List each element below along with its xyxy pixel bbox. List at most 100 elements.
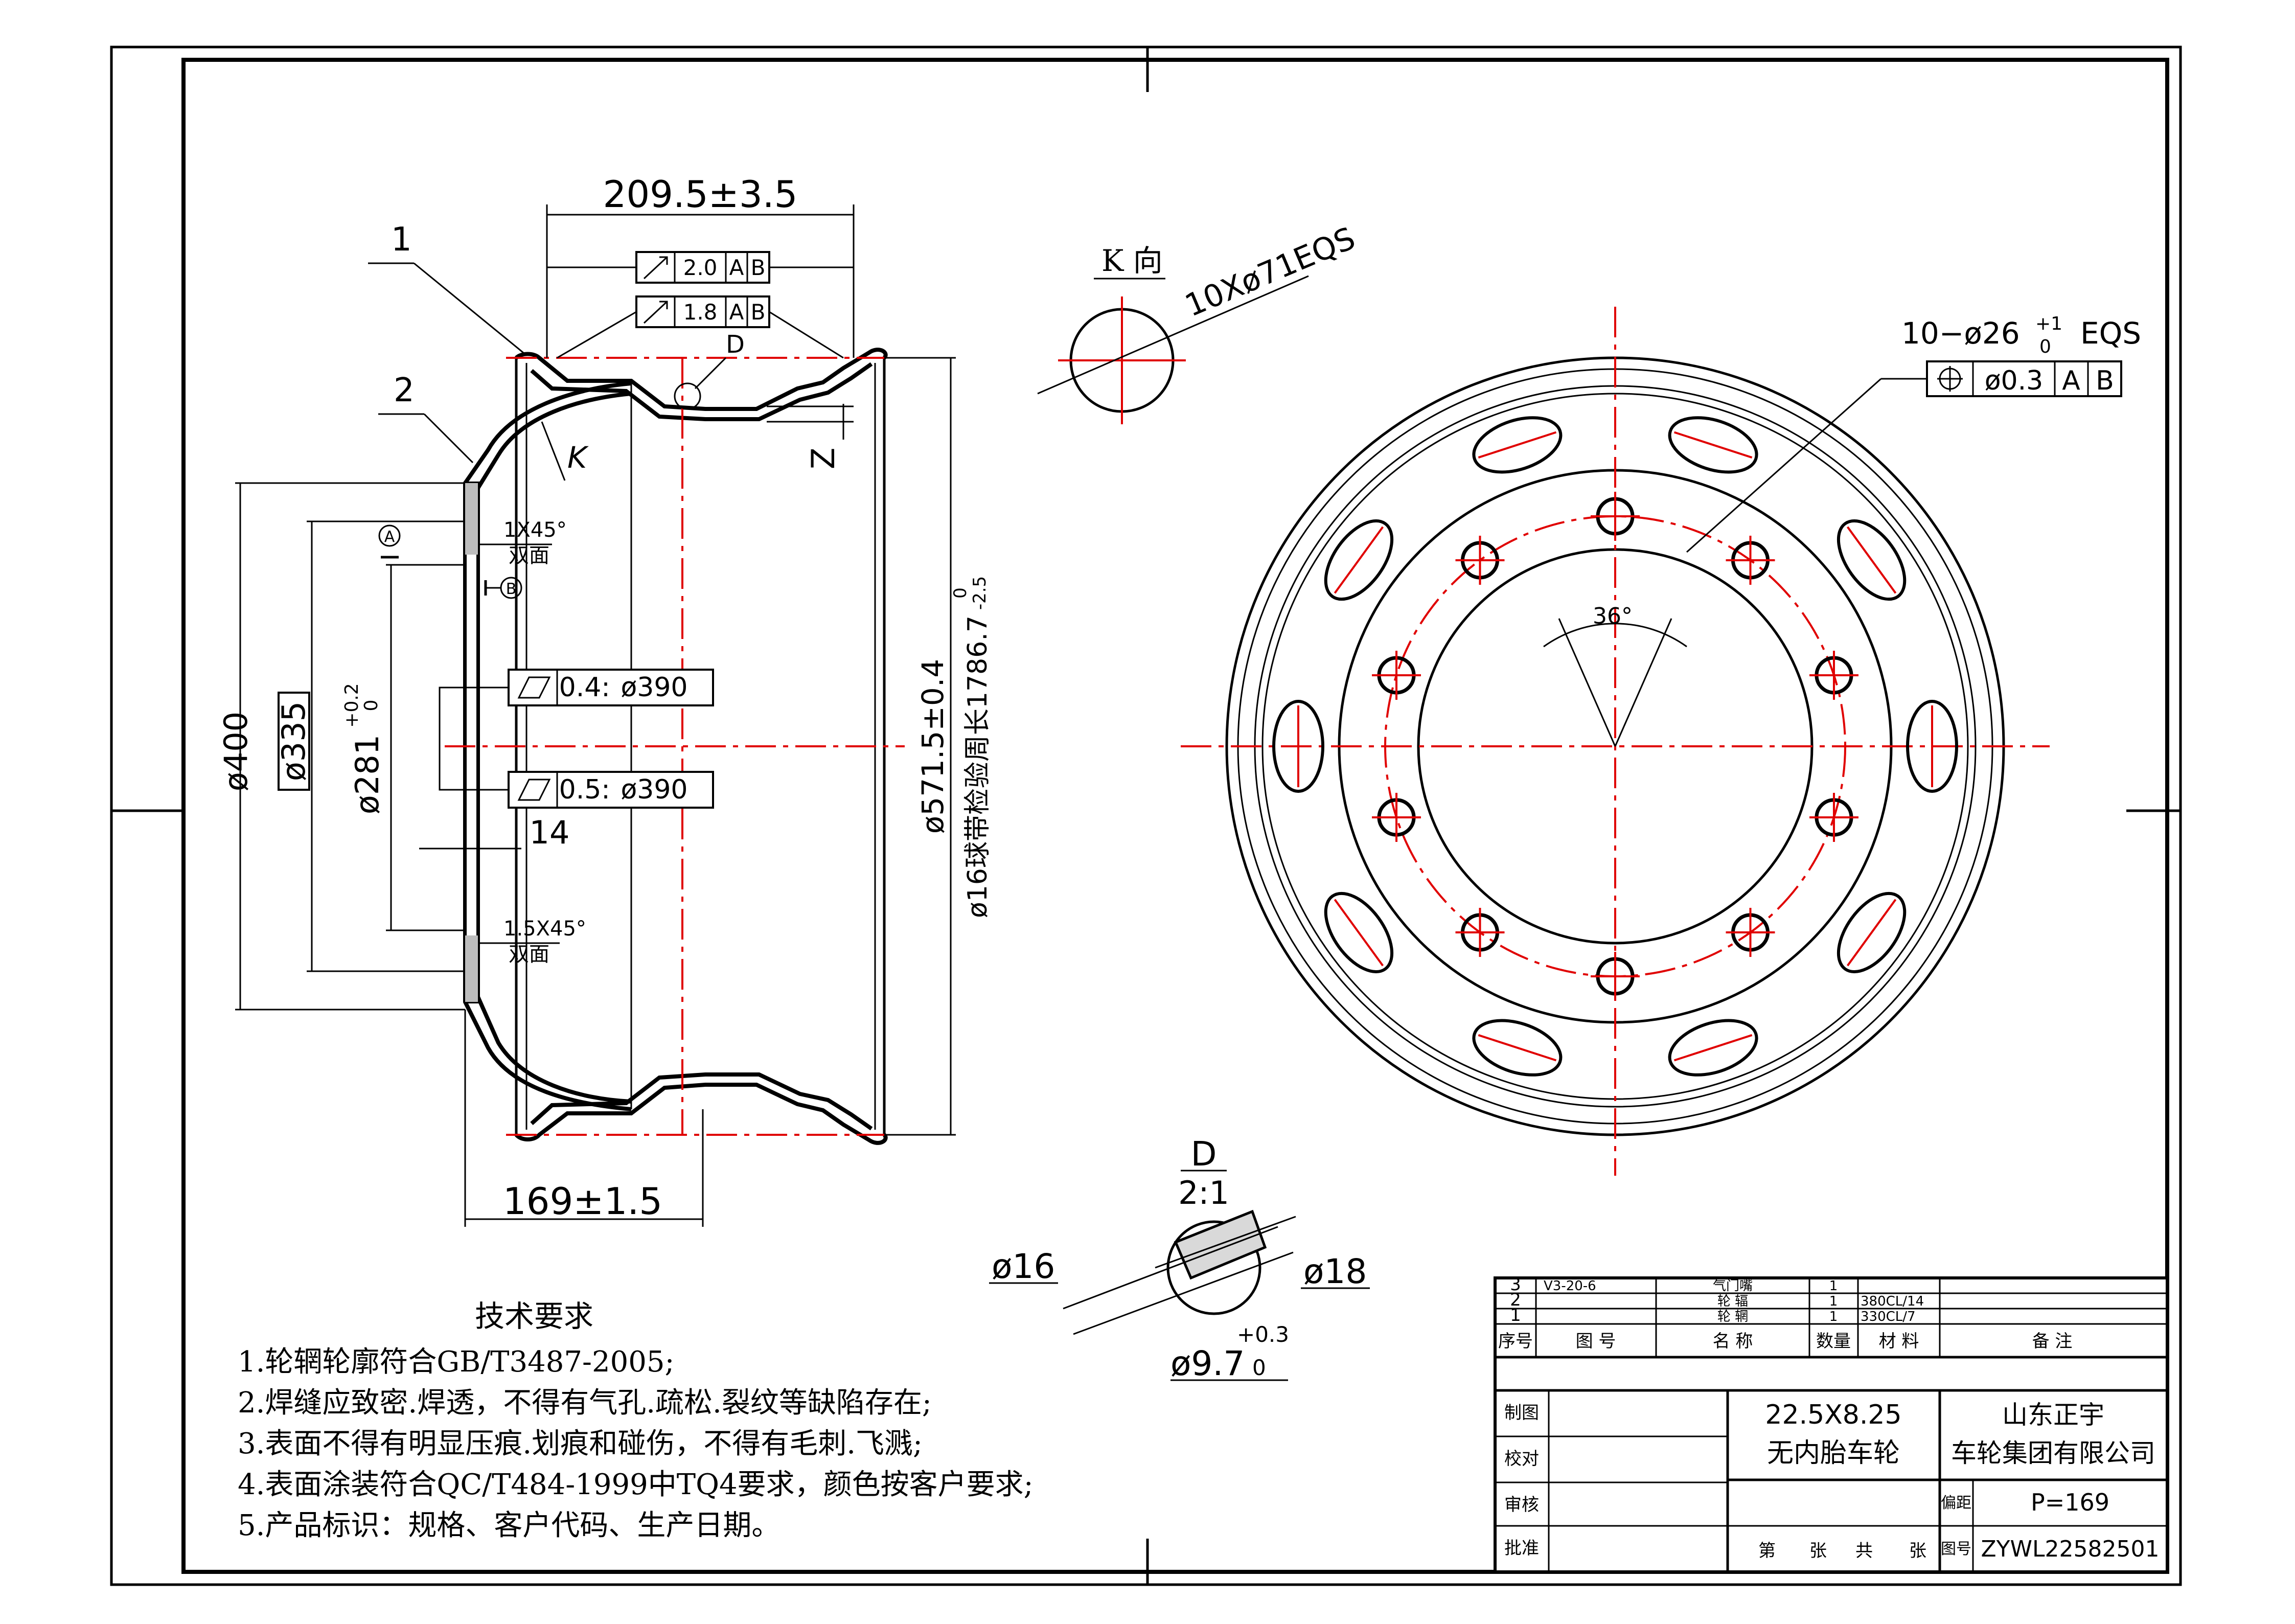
role-1: 制图 bbox=[1504, 1403, 1539, 1423]
valve-hole-detail-marker bbox=[674, 382, 701, 410]
svg-text:1.8: 1.8 bbox=[683, 300, 718, 325]
role-4: 批准 bbox=[1504, 1538, 1539, 1559]
tech-title: 技术要求 bbox=[475, 1299, 593, 1334]
weld-bottom bbox=[465, 935, 478, 1002]
angle-36: 36° bbox=[1593, 603, 1633, 629]
svg-text:ø390: ø390 bbox=[621, 774, 687, 805]
parts-cell-material: 330CL/7 bbox=[1861, 1309, 1916, 1324]
runout-arrow-icon bbox=[643, 256, 668, 280]
chamfer-top-note: 双面 bbox=[509, 544, 549, 567]
vent-hole bbox=[1472, 416, 1563, 474]
offset-value: P=169 bbox=[2031, 1489, 2109, 1516]
hole-tol-upper: +1 bbox=[2035, 313, 2062, 334]
company-line2: 车轮集团有限公司 bbox=[1951, 1438, 2155, 1468]
dim-dia-281: ø281 bbox=[349, 735, 386, 814]
vent-hole bbox=[1324, 519, 1394, 601]
vent-hole bbox=[1668, 416, 1758, 474]
sheet-zhang2: 张 bbox=[1909, 1541, 1926, 1561]
detail-d-d97: ø9.7 bbox=[1171, 1344, 1245, 1383]
balloon-2: 2 bbox=[394, 372, 415, 409]
parts-cell-name: 气门嘴 bbox=[1713, 1278, 1753, 1294]
drawing-no: ZYWL22582501 bbox=[1981, 1536, 2160, 1562]
chamfer-bottom-note: 双面 bbox=[509, 943, 549, 966]
role-3: 审核 bbox=[1504, 1495, 1539, 1515]
svg-text:B: B bbox=[751, 255, 766, 280]
parts-cell-qty: 1 bbox=[1829, 1309, 1838, 1324]
detail-d-d18: ø18 bbox=[1303, 1252, 1367, 1291]
inner-border bbox=[181, 58, 2169, 1574]
disc-hub-section bbox=[464, 482, 479, 1003]
role-2: 校对 bbox=[1504, 1449, 1539, 1469]
dim-bottom-width: 169±1.5 bbox=[503, 1180, 662, 1223]
flatness-icon bbox=[517, 676, 551, 699]
vent-hole bbox=[1837, 891, 1907, 974]
runout-frame-mid: 1.8 A B bbox=[635, 295, 770, 328]
detail-d-scale: 2:1 bbox=[1178, 1174, 1229, 1211]
detail-d-d97-tol-lower: 0 bbox=[1252, 1355, 1266, 1380]
rim-profile-top bbox=[515, 348, 888, 411]
detail-d-d16: ø16 bbox=[992, 1247, 1055, 1286]
detail-d: D 2:1 ø16 ø18 ø9.7 +0.3 0 bbox=[989, 1134, 1370, 1383]
side-section-view: 209.5±3.5 2.0 A B 1.8 A B 1 2 bbox=[217, 173, 993, 1227]
balloon-1: 1 bbox=[391, 221, 412, 259]
dim-dia-400: ø400 bbox=[217, 712, 255, 791]
drawing-no-label: 图号 bbox=[1941, 1540, 1971, 1558]
vent-hole-center bbox=[1673, 431, 1753, 459]
dim-top-width: 209.5±3.5 bbox=[603, 173, 798, 216]
outer-border bbox=[110, 45, 2182, 1586]
sheet-gong: 共 bbox=[1855, 1541, 1873, 1561]
parts-cell-code: V3-20-6 bbox=[1544, 1278, 1596, 1294]
hdr-name: 名 称 bbox=[1713, 1331, 1753, 1352]
svg-text:B: B bbox=[2096, 365, 2114, 396]
offset-label: 偏距 bbox=[1941, 1494, 1971, 1512]
hdr-code: 图 号 bbox=[1576, 1331, 1616, 1352]
angle-arc bbox=[1543, 623, 1687, 648]
parts-cell-no: 3 bbox=[1510, 1274, 1521, 1295]
front-view: 36° 10−ø26 +1 0 EQS ø0.3 A B bbox=[1181, 307, 2141, 1176]
svg-text:ø390: ø390 bbox=[621, 672, 687, 703]
weld-top bbox=[465, 483, 478, 555]
svg-text:B: B bbox=[751, 300, 766, 325]
svg-text:A: A bbox=[2062, 365, 2080, 396]
hdr-qty: 数量 bbox=[1816, 1331, 1851, 1352]
vent-hole-center bbox=[1478, 431, 1557, 459]
tech-item-1: 1.轮辋轮廓符合GB/T3487-2005; bbox=[238, 1345, 674, 1379]
hole-eqs: EQS bbox=[2080, 316, 2141, 351]
sheet-zhang1: 张 bbox=[1809, 1541, 1827, 1561]
vent-hole bbox=[1837, 519, 1907, 601]
label-z: Z bbox=[805, 448, 842, 469]
vent-hole-center bbox=[1673, 1034, 1753, 1062]
hole-callout: 10−ø26 bbox=[1901, 316, 2020, 351]
sheet-di: 第 bbox=[1758, 1541, 1776, 1561]
bolt-holes bbox=[1372, 492, 1858, 1001]
parts-cell-qty: 1 bbox=[1829, 1278, 1838, 1294]
k-view-note: 10Xø71EQS bbox=[1180, 220, 1361, 324]
vent-hole-center bbox=[1846, 526, 1897, 594]
svg-text:ø0.3: ø0.3 bbox=[1985, 365, 2044, 396]
hdr-material: 材 料 bbox=[1879, 1331, 1919, 1352]
dim-offset-14: 14 bbox=[530, 814, 570, 851]
position-frame: ø0.3 A B bbox=[1926, 360, 2122, 397]
detail-d-title: D bbox=[1191, 1134, 1217, 1174]
runout-frame-top: 2.0 A B bbox=[635, 251, 770, 284]
vent-hole bbox=[1472, 1019, 1563, 1077]
product-line2: 无内胎车轮 bbox=[1767, 1438, 1900, 1469]
disc-profile-inner bbox=[476, 392, 632, 1104]
k-view-title: K 向 bbox=[1101, 243, 1163, 278]
flatness-frame-1: 0.4 : ø390 bbox=[508, 669, 714, 706]
vent-hole-center bbox=[1846, 899, 1897, 967]
dim-dia-16-tol-lower: -2.5 bbox=[970, 576, 990, 610]
vent-hole-center bbox=[1334, 899, 1384, 967]
chamfer-top: 1X45° bbox=[503, 518, 567, 542]
datum-b: B bbox=[506, 580, 517, 598]
chamfer-bottom: 1.5X45° bbox=[503, 917, 586, 941]
vent-hole-center bbox=[1334, 526, 1384, 594]
k-view: K 向 10Xø71EQS bbox=[1037, 220, 1361, 424]
parts-cell-no: 1 bbox=[1510, 1305, 1521, 1325]
tech-item-3: 3.表面不得有明显压痕.划痕和碰伤，不得有毛刺.飞溅; bbox=[238, 1427, 923, 1460]
dim-dia-281-tol-lower: 0 bbox=[361, 700, 382, 712]
vent-hole bbox=[1906, 700, 1958, 793]
flatness-frame-2: 0.5 : ø390 bbox=[508, 771, 714, 809]
